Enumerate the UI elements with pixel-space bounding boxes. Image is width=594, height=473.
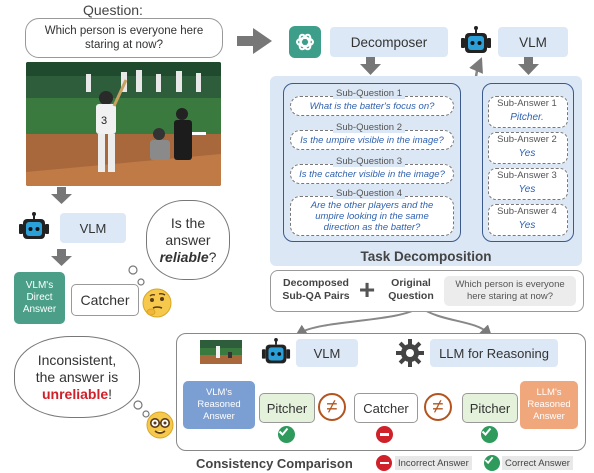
sub-question-2-title: Sub-Question 2 <box>333 122 406 133</box>
unreliable-line1: Inconsistent, <box>37 351 117 368</box>
thinking-face-icon <box>141 287 173 319</box>
sub-answer-4-title: Sub-Answer 4 <box>497 205 557 217</box>
catcher-answer: Catcher <box>354 393 418 423</box>
arrow-vlm-to-answer <box>51 249 72 266</box>
sub-answer-2-text: Yes <box>518 147 536 159</box>
sub-answer-1-text: Pitcher. <box>510 111 544 123</box>
sub-question-1: What is the batter's focus on? <box>290 96 454 116</box>
task-decomposition-title: Task Decomposition <box>360 248 492 264</box>
nerd-face-icon <box>145 410 175 440</box>
legend-correct-label: Correct Answer <box>502 456 573 470</box>
bottom-vlm-box: VLM <box>296 339 358 367</box>
decomposer-box: Decomposer <box>330 27 448 57</box>
baseball-thumbnail <box>200 340 242 364</box>
top-vlm-label: VLM <box>519 34 547 50</box>
original-question-text-box: Which person is everyone here staring at… <box>444 276 576 306</box>
question-label: Question: <box>78 2 148 18</box>
sub-question-4: Are the other players and the umpire loo… <box>290 196 454 236</box>
llm-pitcher-answer: Pitcher <box>462 393 518 423</box>
reliable-line1: Is the <box>170 214 206 231</box>
llm-reasoned-answer-label: LLM's Reasoned Answer <box>520 381 578 429</box>
sub-question-4-title: Sub-Question 4 <box>333 188 406 199</box>
reliable-thought-bubble: Is the answer reliable? <box>146 200 230 280</box>
llm-reasoning-box: LLM for Reasoning <box>430 339 558 367</box>
unreliable-emph: unreliable <box>41 385 109 402</box>
vlm-reasoned-answer-label: VLM's Reasoned Answer <box>183 381 255 429</box>
check-icon-llm <box>481 426 498 443</box>
sub-answer-3 <box>488 168 568 200</box>
direct-answer-label: VLM's Direct Answer <box>14 272 65 324</box>
sub-question-3-title: Sub-Question 3 <box>333 156 406 167</box>
gear-icon <box>395 338 425 368</box>
decomposed-pairs-label: Decomposed Sub-QA Pairs <box>282 277 350 302</box>
not-equal-icon-1: ≠ <box>318 393 346 421</box>
arrow-vlm-down <box>518 56 539 75</box>
robot-icon-top <box>460 26 492 58</box>
legend-incorrect-icon <box>376 455 392 471</box>
arrow-image-to-vlm <box>51 187 72 204</box>
robot-icon-bottom <box>261 338 291 368</box>
sub-answer-1-title: Sub-Answer 1 <box>497 97 557 109</box>
question-text: Which person is everyone here staring at… <box>44 25 204 51</box>
legend-incorrect-label: Incorrect Answer <box>395 456 472 470</box>
vlm-pitcher-answer: Pitcher <box>259 393 315 423</box>
minus-icon-catcher <box>376 426 393 443</box>
sub-answer-1 <box>488 96 568 128</box>
robot-icon <box>18 212 50 244</box>
question-box: Which person is everyone here staring at… <box>25 18 223 58</box>
bottom-vlm-label: VLM <box>313 345 341 361</box>
sub-answer-2 <box>488 132 568 164</box>
chatgpt-icon <box>289 26 321 58</box>
reliable-emph: reliable <box>159 248 209 265</box>
sub-question-1-title: Sub-Question 1 <box>333 88 406 99</box>
svg-text:3: 3 <box>101 115 107 127</box>
sub-answer-3-title: Sub-Answer 3 <box>497 169 557 181</box>
sub-answer-3-text: Yes <box>518 183 536 195</box>
plus-sign: + <box>358 274 376 305</box>
check-icon-vlm <box>278 426 295 443</box>
not-equal-icon-2: ≠ <box>424 393 452 421</box>
reliable-line2: answer <box>165 231 211 248</box>
baseball-image: 3 <box>26 62 221 186</box>
left-vlm-label: VLM <box>79 220 107 236</box>
llm-reasoning-label: LLM for Reasoning <box>439 345 549 361</box>
sub-question-group <box>283 83 461 242</box>
reliable-tail: ? <box>208 248 217 265</box>
top-vlm-box: VLM <box>498 27 568 57</box>
arrow-to-decomposer <box>237 28 272 54</box>
legend-correct-icon <box>484 455 500 471</box>
sub-question-2: Is the umpire visible in the image? <box>290 130 454 150</box>
arrow-decomposer-down <box>360 56 381 75</box>
unreliable-thought-bubble: Inconsistent, the answer is unreliable! <box>14 336 140 418</box>
sub-answer-group <box>482 83 574 242</box>
left-vlm-box: VLM <box>60 213 126 243</box>
original-question-label: Original Question <box>388 277 434 302</box>
decomposer-label: Decomposer <box>350 34 428 50</box>
unreliable-line2: the answer is <box>35 368 119 385</box>
unreliable-tail: ! <box>108 385 113 402</box>
sub-answer-4 <box>488 204 568 236</box>
sub-question-3: Is the catcher visible in the image? <box>290 164 454 184</box>
sub-answer-2-title: Sub-Answer 2 <box>497 133 557 145</box>
consistency-title: Consistency Comparison <box>196 455 353 471</box>
sub-answer-4-text: Yes <box>518 219 536 231</box>
direct-answer-value: Catcher <box>71 284 139 316</box>
